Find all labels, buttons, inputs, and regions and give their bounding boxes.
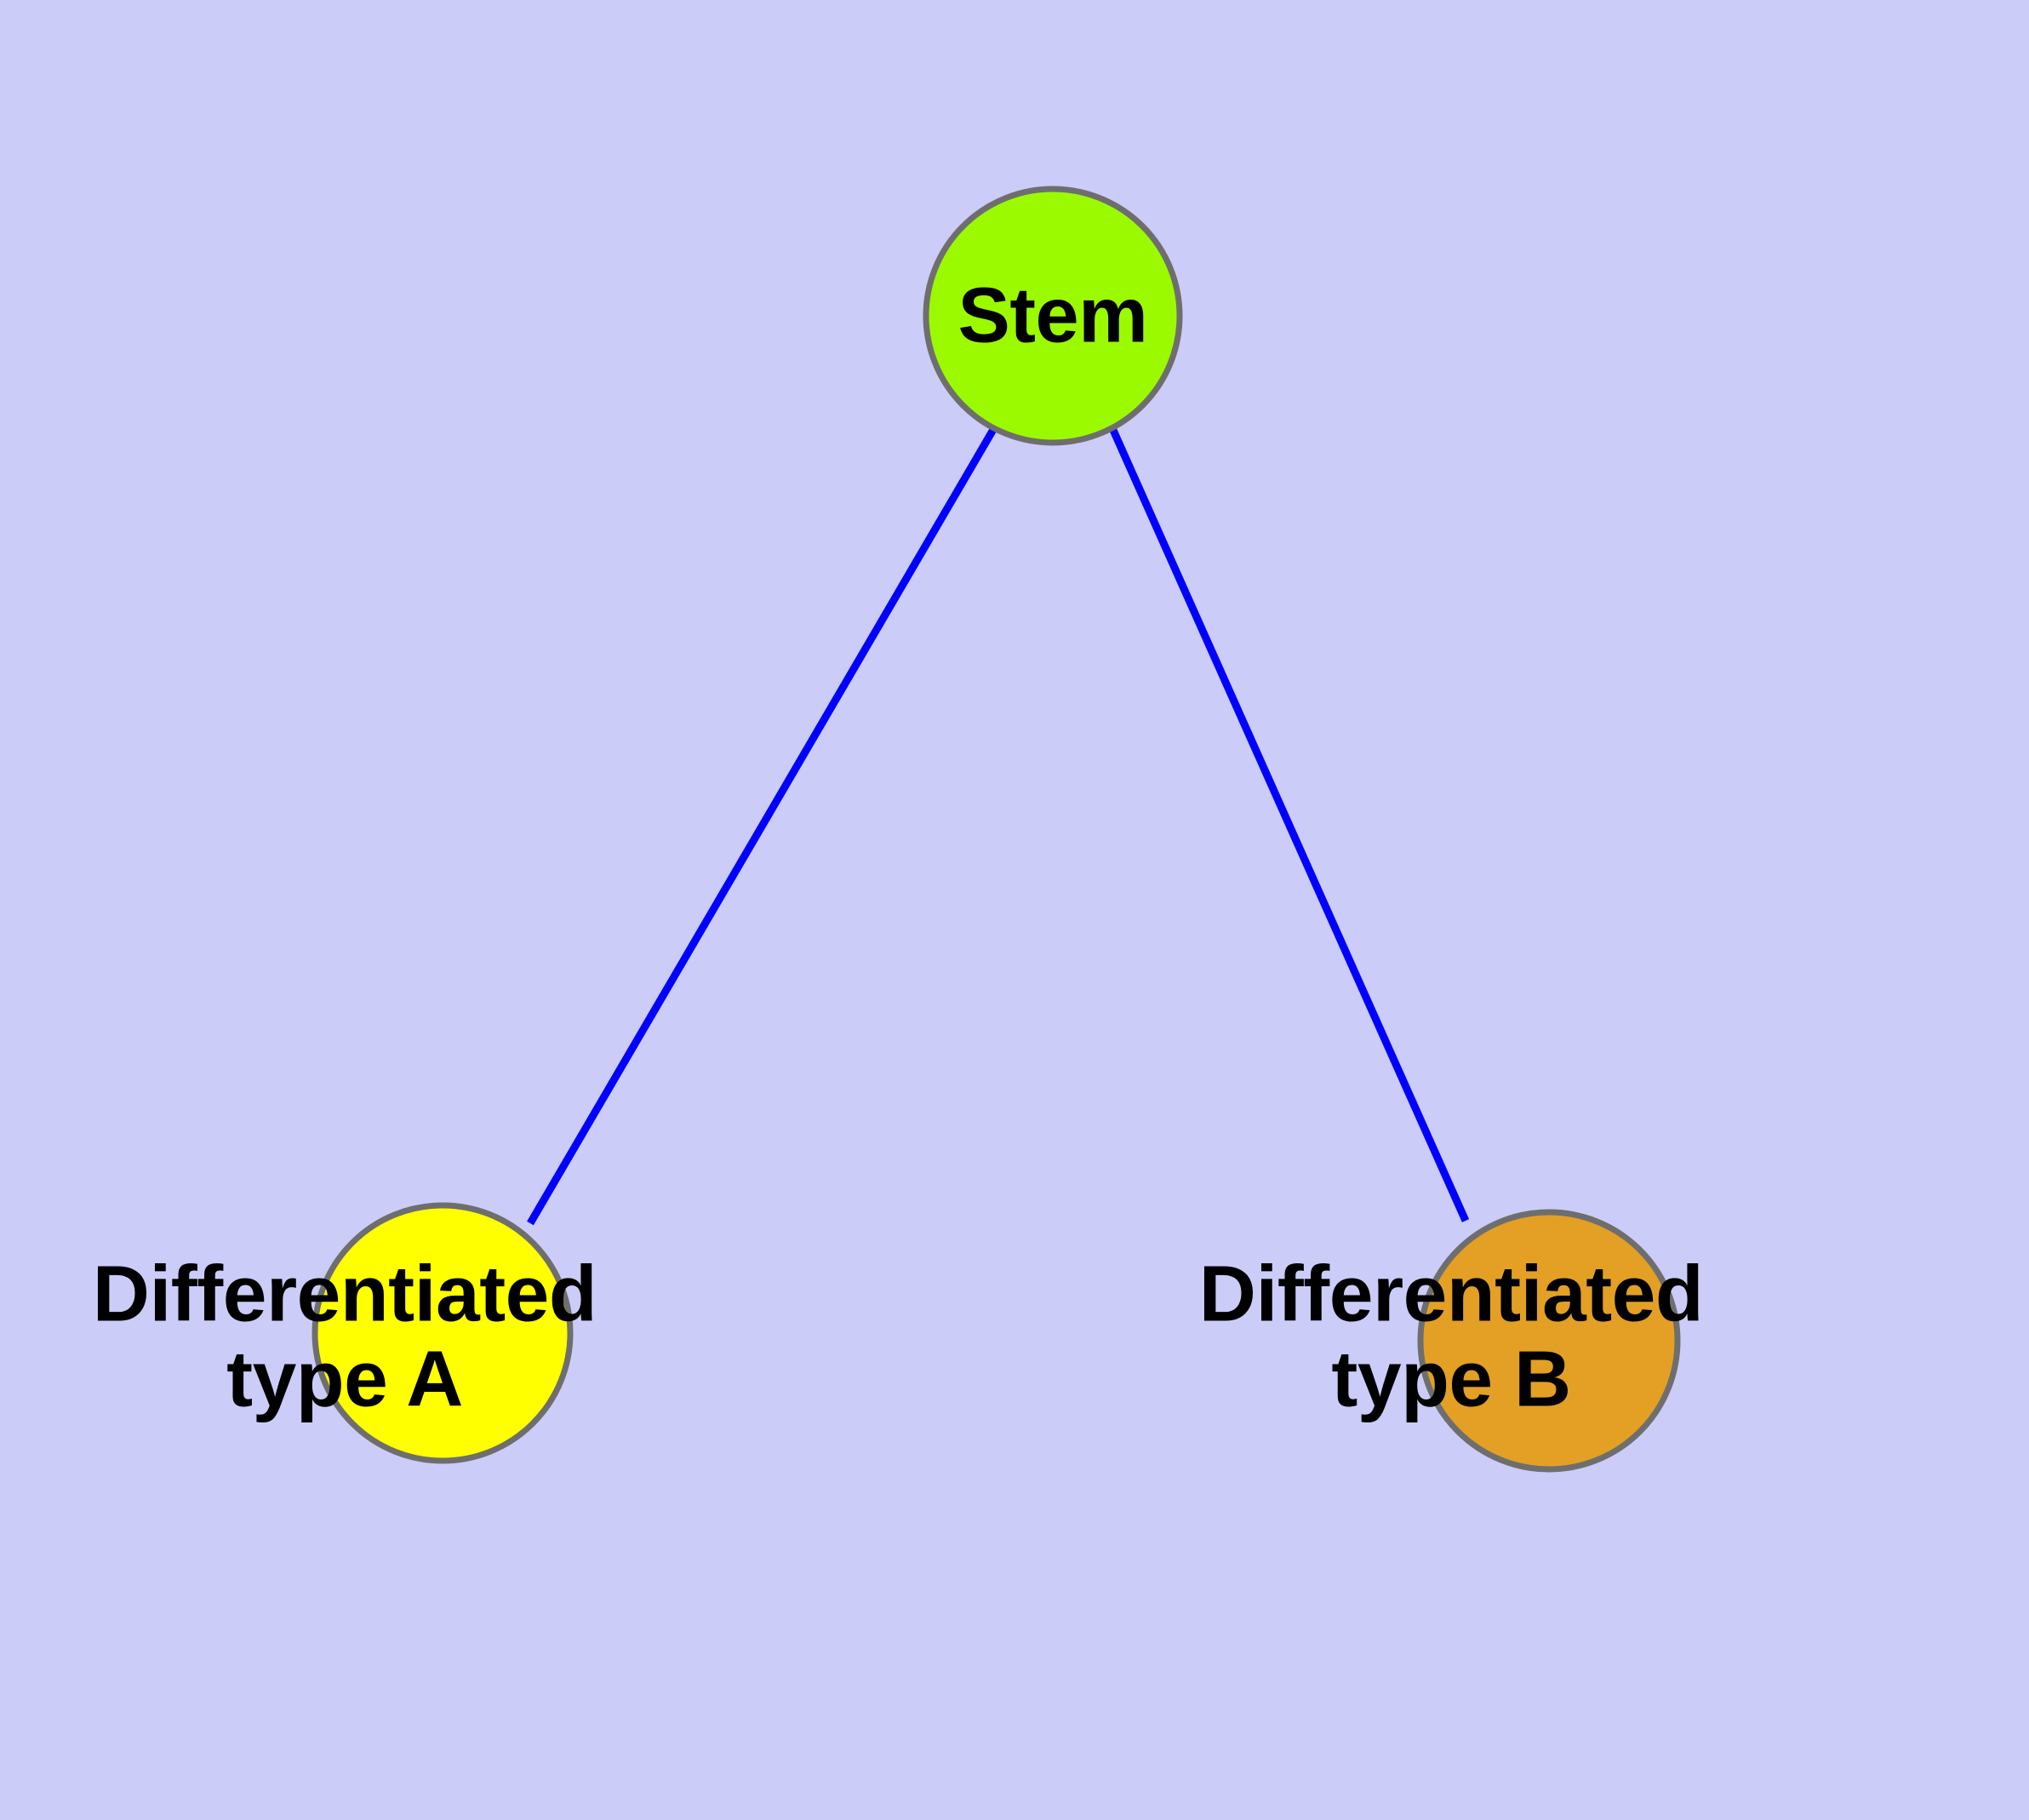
edge-layer (527, 426, 1470, 1226)
edge-stem-to-differentiated-type-a[interactable] (527, 426, 997, 1226)
node-differentiated-type-b[interactable] (1417, 1209, 1681, 1473)
node-layer (311, 186, 1681, 1473)
edge-stem-to-differentiated-type-b[interactable] (1108, 426, 1470, 1222)
node-differentiated-type-a[interactable] (311, 1202, 574, 1464)
node-stem[interactable] (923, 186, 1183, 446)
